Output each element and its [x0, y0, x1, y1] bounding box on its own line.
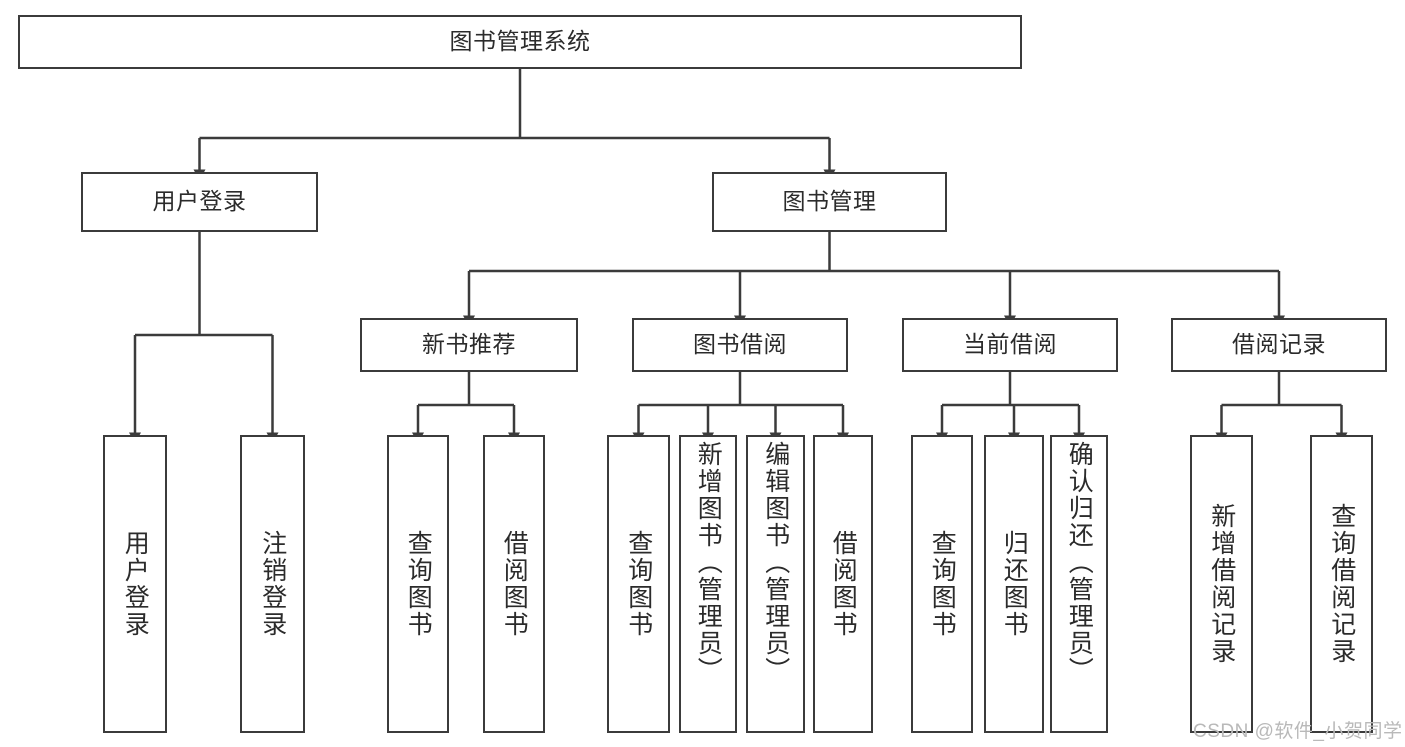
node-leaf-add-borrow-record[interactable]: 新增借阅记录 [1190, 435, 1253, 733]
node-leaf-query-borrow-record[interactable]: 查询借阅记录 [1310, 435, 1373, 733]
node-label: 图书借阅 [693, 331, 787, 358]
node-label: 当前借阅 [963, 331, 1057, 358]
node-leaf-edit-book-admin[interactable]: 编辑图书（管理员） [746, 435, 805, 733]
node-book-manage[interactable]: 图书管理 [712, 172, 947, 232]
node-leaf-confirm-return-admin[interactable]: 确认归还（管理员） [1050, 435, 1108, 733]
node-label: 归还图书 [1000, 530, 1029, 638]
node-user-login[interactable]: 用户登录 [81, 172, 318, 232]
node-label: 查询图书 [928, 530, 957, 638]
node-leaf-query-book-borrow[interactable]: 查询图书 [607, 435, 670, 733]
csdn-watermark: CSDN @软件_小贺同学 [1193, 721, 1403, 742]
node-borrow-record[interactable]: 借阅记录 [1171, 318, 1387, 372]
node-label: 借阅图书 [829, 530, 858, 638]
node-label: 注销登录 [258, 530, 287, 638]
node-leaf-logout-login[interactable]: 注销登录 [240, 435, 305, 733]
node-label: 借阅图书 [500, 530, 529, 638]
node-label: 用户登录 [152, 188, 247, 215]
node-leaf-borrow-book[interactable]: 借阅图书 [813, 435, 873, 733]
node-root[interactable]: 图书管理系统 [18, 15, 1022, 69]
node-label: 查询图书 [624, 530, 653, 638]
node-label: 借阅记录 [1232, 331, 1326, 358]
node-leaf-user-login[interactable]: 用户登录 [103, 435, 167, 733]
node-label: 图书管理系统 [449, 28, 591, 55]
node-leaf-query-book-current[interactable]: 查询图书 [911, 435, 973, 733]
node-label: 查询图书 [404, 530, 433, 638]
node-label: 新增图书（管理员） [694, 441, 723, 684]
node-leaf-query-book-recommend[interactable]: 查询图书 [387, 435, 449, 733]
node-leaf-return-book[interactable]: 归还图书 [984, 435, 1044, 733]
node-label: 新增借阅记录 [1207, 503, 1236, 665]
node-label: 编辑图书（管理员） [761, 441, 790, 684]
node-book-borrow[interactable]: 图书借阅 [632, 318, 848, 372]
node-label: 查询借阅记录 [1327, 503, 1356, 665]
node-label: 新书推荐 [422, 331, 516, 358]
node-current-borrow[interactable]: 当前借阅 [902, 318, 1118, 372]
node-leaf-add-book-admin[interactable]: 新增图书（管理员） [679, 435, 737, 733]
node-label: 确认归还（管理员） [1065, 441, 1094, 684]
node-new-book-recommend[interactable]: 新书推荐 [360, 318, 578, 372]
node-leaf-borrow-book-recommend[interactable]: 借阅图书 [483, 435, 545, 733]
node-label: 图书管理 [782, 188, 877, 215]
node-label: 用户登录 [121, 530, 150, 638]
